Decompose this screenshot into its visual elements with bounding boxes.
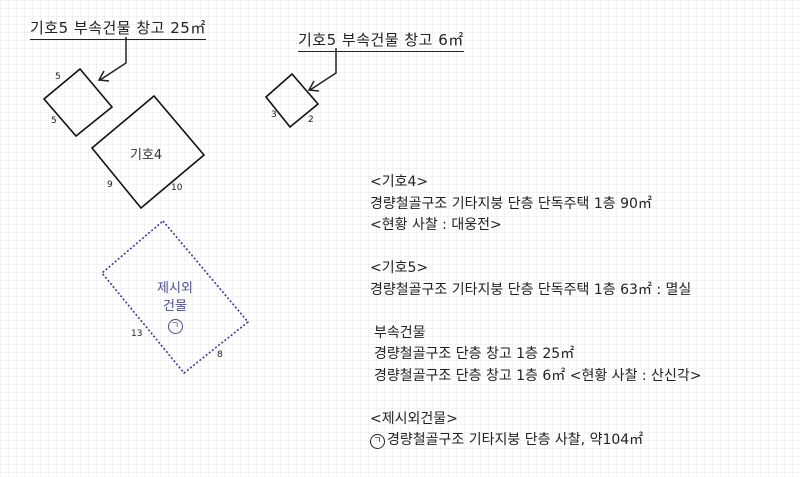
dim-main-left: 9 <box>107 180 113 190</box>
callout-right-underline <box>298 51 464 52</box>
callout-left: 기호5 부속건물 창고 25㎡ <box>30 17 206 40</box>
dim-excluded-right: 8 <box>217 350 223 360</box>
symbol4-desc: 경량철골구조 기타지붕 단층 단독주택 1층 90㎡ <box>370 195 652 212</box>
dim-small-bottom: 5 <box>51 116 57 126</box>
excluded-label-line2: 건물 <box>163 299 187 314</box>
excluded-marker: ㄱ <box>167 319 183 334</box>
excluded-marker-note: ㄱ <box>370 434 385 449</box>
annex-2: 경량철골구조 단층 창고 1층 6㎡ <현황 사찰 : 산신각> <box>374 367 702 384</box>
arrow-right-callout <box>307 48 337 92</box>
symbol5-desc: 경량철골구조 기타지붕 단층 단독주택 1층 63㎡ : 멸실 <box>370 281 692 298</box>
main-building-label: 기호4 <box>130 148 163 163</box>
excluded-building-label: 제시외 건물 ㄱ <box>140 280 210 334</box>
dim-excluded-left: 13 <box>131 329 143 339</box>
annex-header: 부속건물 <box>374 324 426 341</box>
symbol4-current: <현황 사찰 : 대웅전> <box>370 217 502 233</box>
dim-tiny-right: 2 <box>308 115 314 125</box>
symbol4-header: <기호4> <box>370 174 429 190</box>
dim-tiny-left: 3 <box>271 110 277 120</box>
annex-1: 경량철골구조 단층 창고 1층 25㎡ <box>374 346 575 362</box>
tiny-square-shape <box>264 72 320 129</box>
building-notes: <기호4> 경량철골구조 기타지붕 단층 단독주택 1층 90㎡ <현황 사찰 … <box>370 172 701 452</box>
dim-main-right: 10 <box>171 183 183 193</box>
main-building-shape <box>90 94 206 210</box>
dim-small-top: 5 <box>55 72 61 82</box>
excluded-desc: 경량철골구조 기타지붕 단층 사찰, 약104㎡ <box>387 432 644 448</box>
callout-left-underline <box>30 39 206 40</box>
excluded-header: <제시외건물> <box>370 410 458 427</box>
callout-right-text: 기호5 부속건물 창고 6㎡ <box>298 31 464 49</box>
symbol5-header: <기호5> <box>370 260 429 276</box>
callout-right: 기호5 부속건물 창고 6㎡ <box>298 29 464 52</box>
arrow-left-callout <box>97 37 127 82</box>
callout-left-text: 기호5 부속건물 창고 25㎡ <box>30 19 206 37</box>
excluded-label-line1: 제시외 <box>157 281 193 296</box>
small-square-shape <box>42 67 114 138</box>
excluded-building-shape <box>100 219 250 375</box>
